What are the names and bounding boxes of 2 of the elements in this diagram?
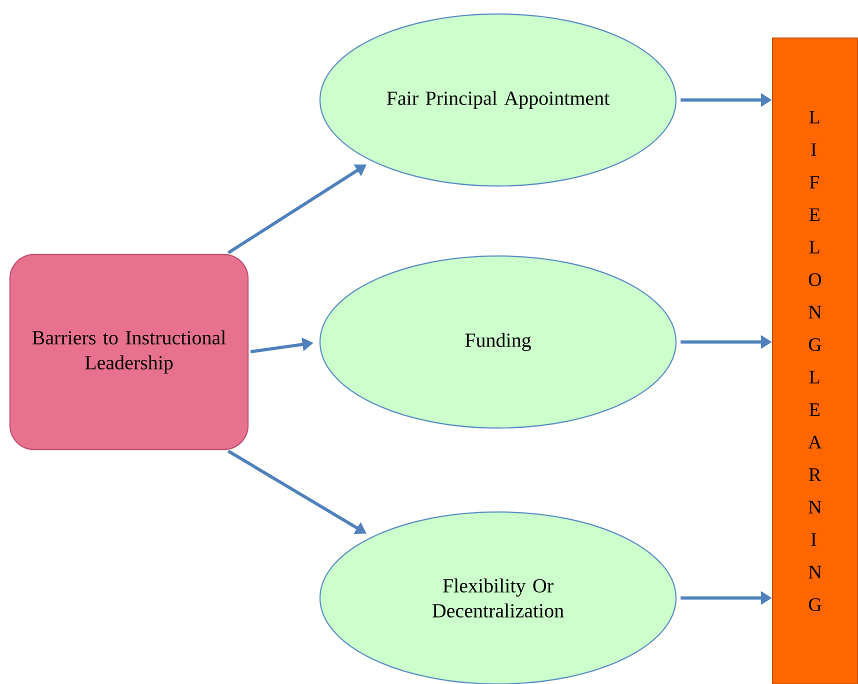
rounded-box: Barriers to Instructional Leadership (9, 254, 249, 450)
vertical-bar: LIFELONG LEARNING (772, 38, 858, 684)
